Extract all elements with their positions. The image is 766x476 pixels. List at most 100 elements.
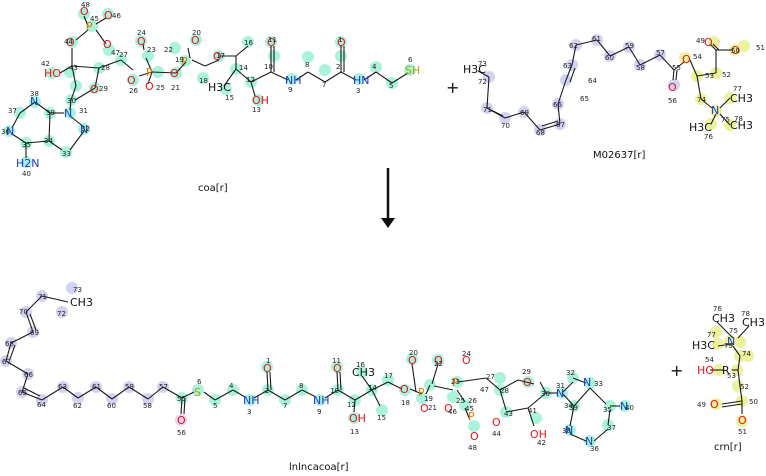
svg-text:47: 47 — [111, 49, 120, 57]
coa-phosphorus-45: P — [86, 20, 93, 33]
svg-text:29: 29 — [99, 85, 108, 93]
svg-text:1: 1 — [338, 36, 342, 44]
svg-text:2: 2 — [336, 63, 340, 71]
svg-text:53: 53 — [705, 72, 714, 80]
svg-text:13: 13 — [350, 428, 359, 436]
svg-text:38: 38 — [30, 90, 39, 98]
coa-amine-40: H2N — [16, 157, 40, 170]
svg-text:3: 3 — [247, 408, 251, 416]
svg-text:58: 58 — [636, 64, 645, 72]
svg-text:32: 32 — [81, 125, 90, 133]
m02637-methyl-77: CH3 — [730, 92, 753, 105]
lnlncacoa-oxygen-22: O — [434, 354, 443, 367]
svg-text:36: 36 — [590, 445, 599, 453]
svg-text:64: 64 — [37, 401, 46, 409]
svg-text:2: 2 — [265, 387, 269, 395]
svg-text:73: 73 — [73, 286, 82, 294]
svg-text:23: 23 — [451, 378, 460, 386]
svg-text:23: 23 — [147, 46, 156, 54]
crn-methyl-77: H3C — [692, 339, 715, 352]
svg-text:74: 74 — [697, 96, 706, 104]
svg-text:66: 66 — [553, 101, 562, 109]
crn-hydroxyl-54: HO — [697, 364, 714, 377]
svg-text:31: 31 — [79, 107, 88, 115]
molecule-coa: P O O O O HO O N N N N H2N O P O O O P O… — [1, 1, 420, 194]
svg-text:24: 24 — [137, 29, 146, 37]
svg-text:22: 22 — [164, 46, 173, 54]
svg-text:7: 7 — [283, 402, 287, 410]
svg-text:35: 35 — [603, 406, 612, 414]
molecule-lnlncacoa: CH3 O S NH O NH O CH3 OH O P O O P O O O… — [0, 282, 634, 473]
svg-text:16: 16 — [356, 361, 365, 369]
lnlncacoa-nitrogen-36: N — [585, 435, 593, 448]
svg-text:57: 57 — [656, 49, 665, 57]
lnlncacoa-amine-40: N — [620, 400, 628, 413]
svg-text:6: 6 — [408, 56, 413, 64]
m02637-methyl-76: H3C — [689, 121, 712, 134]
svg-text:62: 62 — [569, 42, 578, 50]
svg-text:21: 21 — [171, 84, 180, 92]
svg-text:27: 27 — [119, 51, 128, 59]
svg-text:76: 76 — [713, 305, 722, 313]
svg-text:55: 55 — [672, 64, 681, 72]
svg-text:66: 66 — [24, 371, 33, 379]
svg-text:33: 33 — [594, 380, 603, 388]
svg-text:67: 67 — [556, 121, 565, 129]
svg-text:32: 32 — [566, 369, 575, 377]
coa-oxygen-46: O — [104, 9, 113, 22]
coa-oxygen-29: O — [90, 83, 99, 96]
svg-text:11: 11 — [268, 36, 277, 44]
reaction-arrow — [381, 168, 395, 228]
svg-text:77: 77 — [733, 85, 742, 93]
coa-hydroxyl-42: HO — [44, 67, 61, 80]
svg-text:70: 70 — [501, 122, 510, 130]
svg-text:27: 27 — [486, 373, 495, 381]
svg-text:60: 60 — [605, 54, 614, 62]
m02637-methyl-73: H3C — [463, 63, 486, 76]
m02637-oxygen-51: O — [731, 44, 740, 57]
lnlncacoa-oxygen-25: O — [444, 402, 453, 415]
lnlncacoa-oxygen-21: O — [420, 402, 429, 415]
svg-text:5: 5 — [213, 402, 217, 410]
svg-text:59: 59 — [625, 42, 634, 50]
svg-text:4: 4 — [229, 382, 234, 390]
svg-text:5: 5 — [389, 82, 393, 90]
svg-text:12: 12 — [246, 76, 255, 84]
m02637-oxygen-54: O — [682, 53, 691, 66]
svg-text:78: 78 — [741, 310, 750, 318]
svg-text:44: 44 — [492, 430, 501, 438]
svg-text:47: 47 — [480, 386, 489, 394]
svg-text:6: 6 — [197, 378, 202, 386]
svg-text:30: 30 — [541, 390, 550, 398]
svg-text:39: 39 — [569, 404, 578, 412]
lnlncacoa-label: lnlncacoa[r] — [289, 462, 349, 472]
svg-text:10: 10 — [264, 63, 273, 71]
svg-text:72: 72 — [478, 78, 487, 86]
svg-text:8: 8 — [299, 382, 303, 390]
crn-label: crn[r] — [714, 442, 742, 453]
m02637-methyl-78: CH3 — [730, 119, 753, 132]
crn-oxygen-51: O — [738, 414, 747, 427]
coa-oxygen-11: O — [267, 36, 276, 49]
lnlncacoa-oxygen-56: O — [177, 414, 186, 427]
svg-text:40: 40 — [22, 170, 31, 178]
lnlncacoa-hydroxyl-13: OH — [349, 412, 366, 425]
coa-oxygen-18: O — [213, 50, 222, 63]
svg-text:51: 51 — [738, 428, 747, 436]
m02637-oxygen-49: O — [704, 36, 713, 49]
svg-text:37: 37 — [8, 107, 17, 115]
svg-text:62: 62 — [73, 402, 82, 410]
svg-text:34: 34 — [44, 137, 53, 145]
svg-text:65: 65 — [18, 389, 27, 397]
coa-label: coa[r] — [198, 183, 228, 194]
svg-text:19: 19 — [424, 395, 433, 403]
svg-text:64: 64 — [588, 77, 597, 85]
svg-text:74: 74 — [742, 350, 751, 358]
svg-text:14: 14 — [368, 384, 377, 392]
svg-text:69: 69 — [520, 109, 529, 117]
lnlncacoa-phosphorus-19: P — [418, 386, 425, 399]
svg-text:50: 50 — [731, 47, 740, 55]
svg-text:35: 35 — [22, 141, 31, 149]
svg-text:20: 20 — [409, 349, 418, 357]
